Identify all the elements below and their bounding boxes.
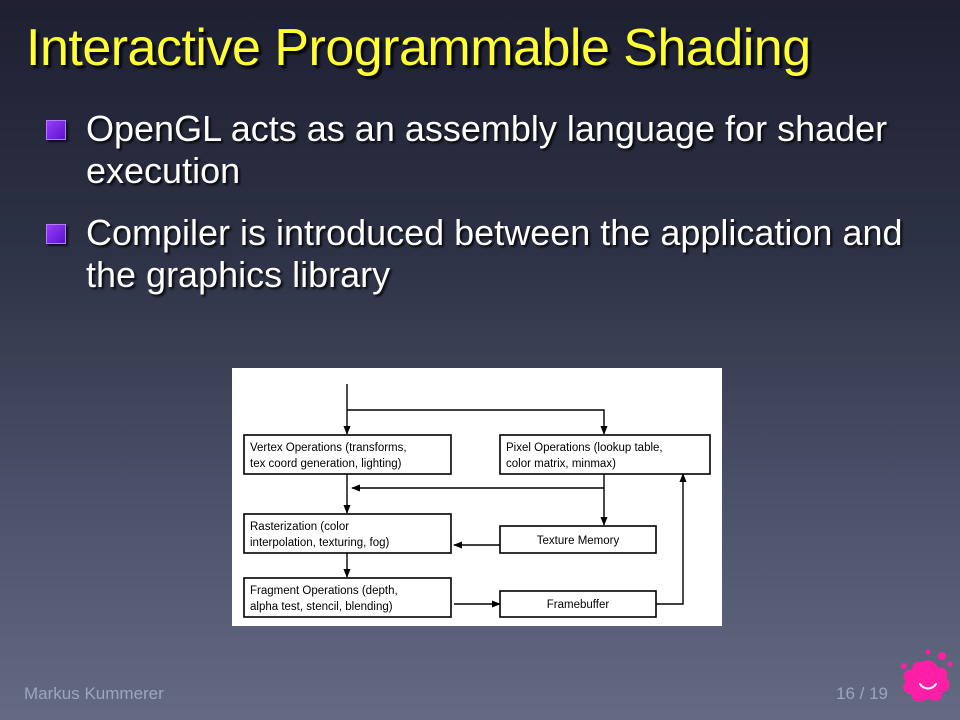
box-label: Vertex Operations (transforms, bbox=[250, 442, 407, 454]
square-bullet-icon bbox=[46, 224, 66, 244]
box-framebuffer: Framebuffer bbox=[499, 590, 657, 618]
box-label: Texture Memory bbox=[537, 535, 620, 547]
box-rasterization: Rasterization (color interpolation, text… bbox=[243, 513, 452, 554]
box-label: interpolation, texturing, fog) bbox=[250, 537, 390, 549]
box-pixel-operations: Pixel Operations (lookup table, color ma… bbox=[499, 434, 711, 475]
page-number: 16 / 19 bbox=[836, 684, 888, 703]
pixel-to-raster-arrow bbox=[351, 474, 605, 492]
bullet-text: OpenGL acts as an assembly language for … bbox=[86, 108, 888, 191]
footer-author: Markus Kummerer bbox=[24, 684, 164, 703]
paint-splash-icon bbox=[901, 649, 953, 702]
box-fragment-operations: Fragment Operations (depth, alpha test, … bbox=[243, 577, 452, 618]
box-texture-memory: Texture Memory bbox=[499, 525, 657, 554]
box-label: Framebuffer bbox=[547, 599, 610, 611]
framebuffer-to-pixel-arrow bbox=[656, 473, 687, 605]
split-to-pixel-arrow bbox=[347, 409, 608, 435]
box-label: Pixel Operations (lookup table, bbox=[506, 442, 663, 454]
bullet-text: Compiler is introduced between the appli… bbox=[86, 212, 903, 295]
box-vertex-operations: Vertex Operations (transforms, tex coord… bbox=[243, 434, 452, 475]
box-label: tex coord generation, lighting) bbox=[250, 458, 402, 470]
box-label: alpha test, stencil, blending) bbox=[250, 601, 393, 613]
bullet-list: OpenGL acts as an assembly language for … bbox=[36, 108, 936, 316]
diagram-connectors bbox=[343, 384, 687, 608]
box-label: color matrix, minmax) bbox=[506, 458, 616, 470]
bullet-item: Compiler is introduced between the appli… bbox=[36, 212, 936, 296]
box-label: Rasterization (color bbox=[250, 521, 349, 533]
box-label: Fragment Operations (depth, bbox=[250, 585, 398, 597]
slide-title: Interactive Programmable Shading bbox=[26, 19, 811, 77]
pipeline-diagram: Vertex Operations (transforms, tex coord… bbox=[232, 368, 722, 626]
bullet-item: OpenGL acts as an assembly language for … bbox=[36, 108, 936, 192]
square-bullet-icon bbox=[46, 120, 66, 140]
